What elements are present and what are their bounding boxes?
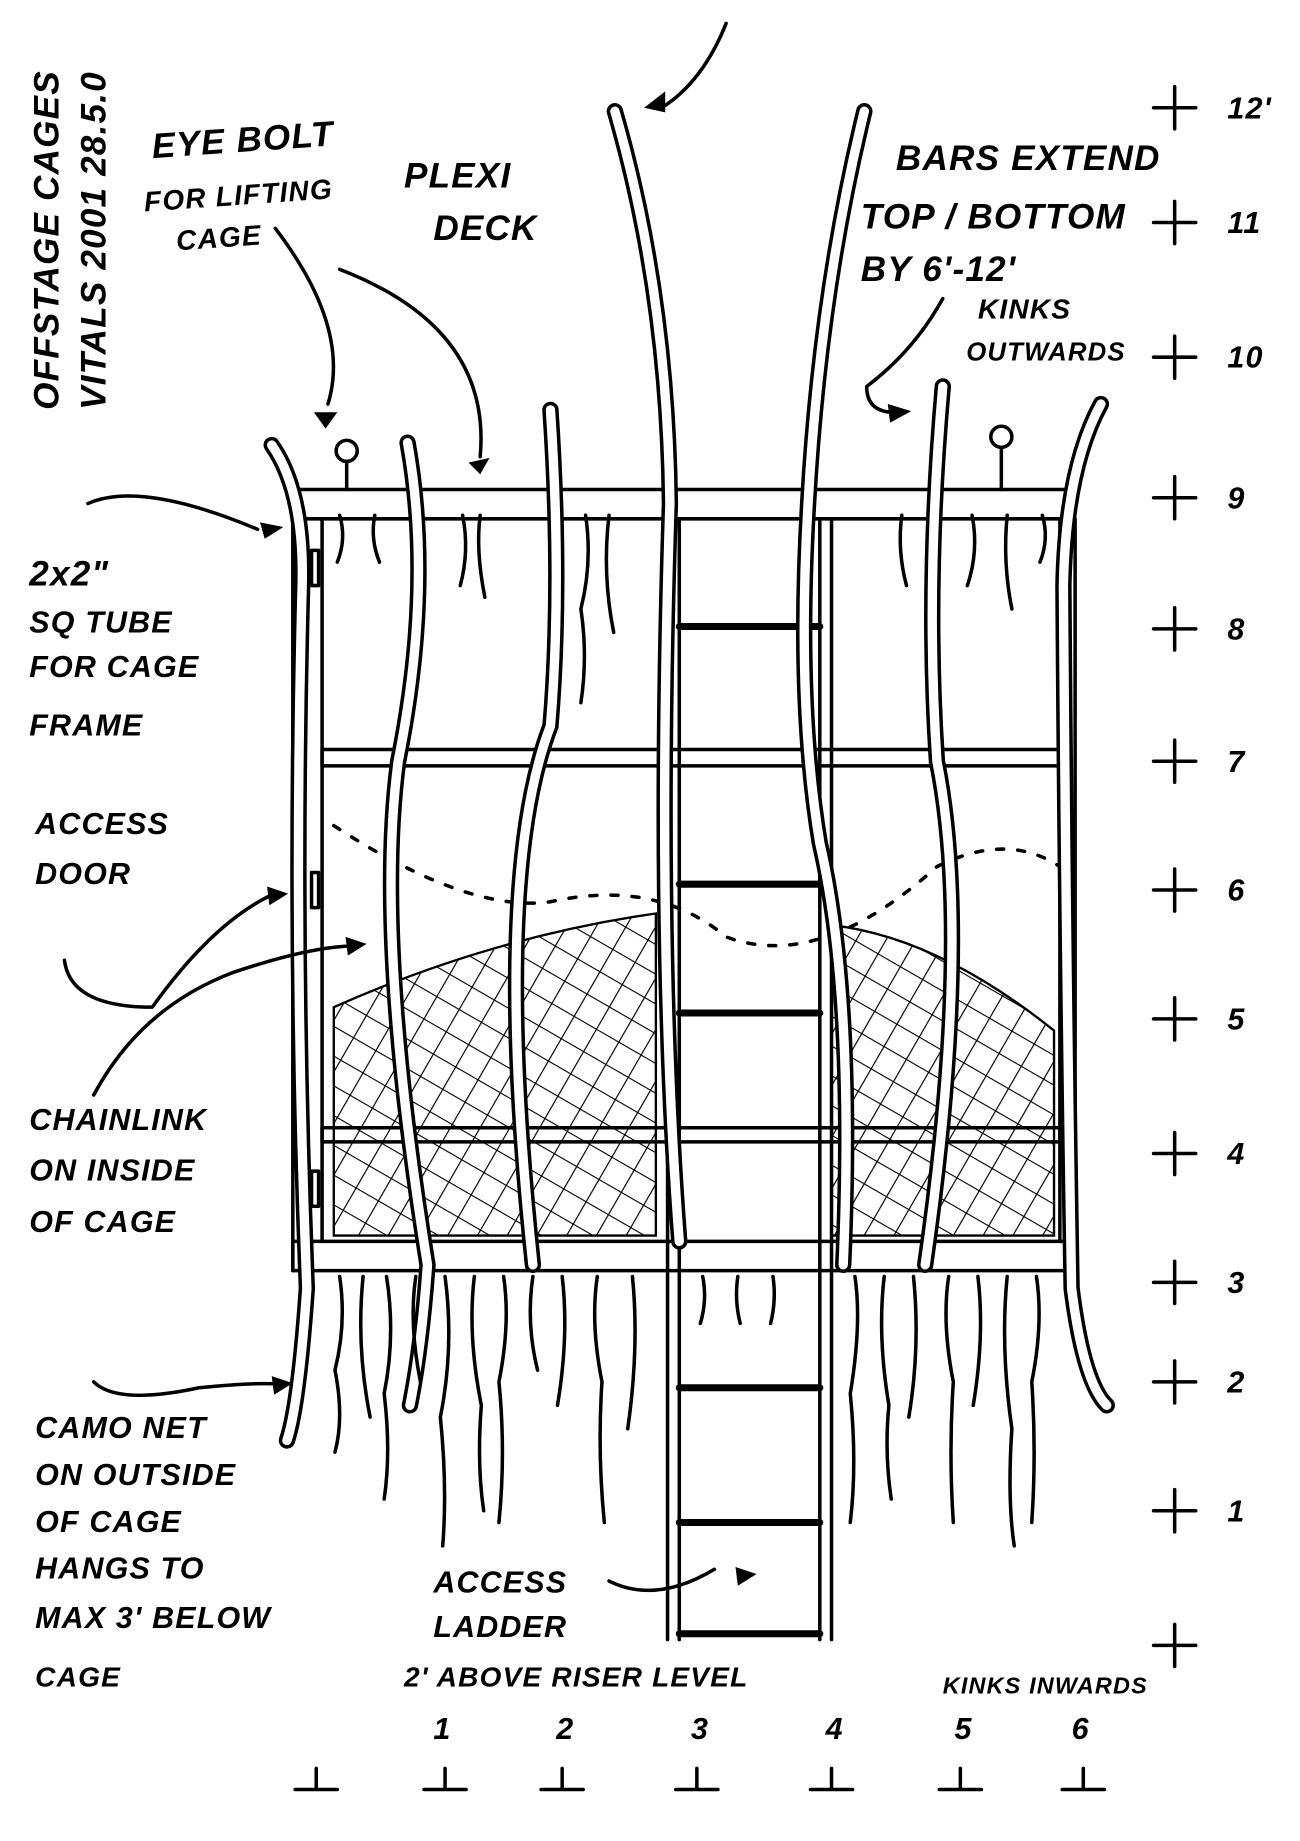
bar-position-tick [293, 1766, 340, 1792]
scale-tick [1151, 334, 1198, 381]
scale-label: 11 [1227, 206, 1261, 240]
eye-bolt-label: EYE BOLT FOR LIFTING CAGE [143, 114, 337, 256]
top-arrow [659, 21, 728, 110]
label-line: CAGE [35, 1661, 121, 1692]
label-line: FRAME [29, 708, 144, 742]
label-line: SQ TUBE [29, 605, 173, 639]
dashed-net-line [332, 823, 1062, 948]
scale-label: 3 [1227, 1266, 1245, 1300]
label-line: MAX 3' BELOW [35, 1601, 272, 1635]
label-line: TOP / BOTTOM [861, 197, 1126, 236]
label-line: OUTWARDS [966, 339, 1126, 367]
eye-bolt-icon [334, 424, 1014, 492]
bar-number: 5 [954, 1712, 972, 1746]
scale-label: 7 [1227, 745, 1246, 779]
label-line: CHAINLINK [29, 1103, 208, 1137]
kinks-inwards-note: KINKS INWARDS [943, 1672, 1148, 1698]
label-line: BARS EXTEND [896, 139, 1161, 178]
camo-net-label: CAMO NET ON OUTSIDE OF CAGE HANGS TO MAX… [35, 1411, 272, 1692]
bar-position-tick [808, 1766, 855, 1792]
sq-tube-label: 2x2" SQ TUBE FOR CAGE FRAME [28, 555, 200, 743]
scale-label: 9 [1227, 481, 1245, 515]
bar-position-tick [539, 1766, 586, 1792]
bars-extend-label: BARS EXTEND TOP / BOTTOM BY 6'-12' KINKS… [861, 139, 1161, 367]
label-line: OF CAGE [35, 1505, 182, 1539]
scale-tick [1151, 1259, 1198, 1306]
label-line: DOOR [35, 857, 131, 891]
label-line: ON INSIDE [29, 1153, 196, 1187]
camo-net-strands [333, 513, 1048, 1548]
label-line: EYE BOLT [151, 114, 337, 166]
access-door-label: ACCESS DOOR [34, 807, 169, 891]
label-line: FOR CAGE [29, 650, 200, 684]
scale-tick [1151, 1487, 1198, 1534]
bar-position-tick [1060, 1766, 1107, 1792]
title-line-1: OFFSTAGE CAGES [28, 70, 67, 410]
title-block: OFFSTAGE CAGES VITALS 2001 28.5.0 [28, 70, 114, 410]
label-line: DECK [433, 209, 539, 248]
bar-number: 2 [555, 1712, 574, 1746]
label-line: ACCESS [34, 807, 169, 841]
label-line: BY 6'-12' [861, 250, 1017, 289]
scale-tick [1151, 199, 1198, 246]
scale-label: 10 [1227, 341, 1263, 375]
riser-note: 2' ABOVE RISER LEVEL [403, 1661, 748, 1692]
plexi-deck-label: PLEXI DECK [404, 156, 539, 248]
title-line-2: VITALS 2001 28.5.0 [74, 71, 113, 410]
chainlink-mesh [332, 912, 658, 1237]
scale-label: 8 [1227, 612, 1245, 646]
label-line: OF CAGE [29, 1205, 176, 1239]
chainlink-label: CHAINLINK ON INSIDE OF CAGE [29, 1103, 208, 1239]
label-line: KINKS [978, 294, 1071, 325]
scale-label: 4 [1226, 1137, 1245, 1171]
scale-label: 2 [1226, 1365, 1245, 1399]
label-line: CAGE [175, 219, 263, 256]
scale-tick [1151, 996, 1198, 1042]
arrowhead-icons [260, 404, 912, 1586]
scale-label: 12' [1227, 91, 1272, 125]
label-line: 2x2" [28, 555, 109, 594]
bar-position-tick [937, 1766, 984, 1792]
scale-tick [1151, 1359, 1198, 1405]
label-line: HANGS TO [35, 1552, 204, 1586]
bar-position-tick [422, 1766, 468, 1792]
scale-tick [1151, 606, 1198, 652]
scale-label: 5 [1227, 1002, 1245, 1036]
label-line: PLEXI [404, 156, 511, 195]
scale-tick [1151, 474, 1198, 521]
arrowhead-icon [644, 91, 666, 113]
scale-label: 1 [1227, 1494, 1245, 1528]
label-line: ACCESS [432, 1566, 567, 1600]
label-line: ON OUTSIDE [35, 1458, 237, 1492]
label-line: LADDER [433, 1610, 567, 1644]
height-scale: 12' 11 10 9 8 7 6 5 4 3 2 1 [1151, 84, 1272, 1669]
label-line: CAMO NET [35, 1411, 208, 1445]
access-ladder-label: ACCESS LADDER [432, 1566, 567, 1645]
bar-number: 1 [433, 1712, 451, 1746]
bar-number: 4 [825, 1712, 844, 1746]
scale-label: 6 [1227, 874, 1245, 908]
bar-position-tick [674, 1766, 720, 1792]
bar-number: 3 [691, 1712, 709, 1746]
scale-tick [1151, 1622, 1198, 1669]
label-line: FOR LIFTING [143, 173, 334, 217]
leader-lines [62, 226, 945, 1593]
wavy-bars [263, 103, 1115, 1449]
scale-tick [1151, 738, 1198, 785]
bar-numbers: 1 2 3 4 5 6 [293, 1712, 1107, 1792]
scale-tick [1151, 84, 1198, 131]
bar-number: 6 [1072, 1712, 1090, 1746]
scale-tick [1151, 1130, 1198, 1177]
scale-tick [1151, 867, 1198, 913]
